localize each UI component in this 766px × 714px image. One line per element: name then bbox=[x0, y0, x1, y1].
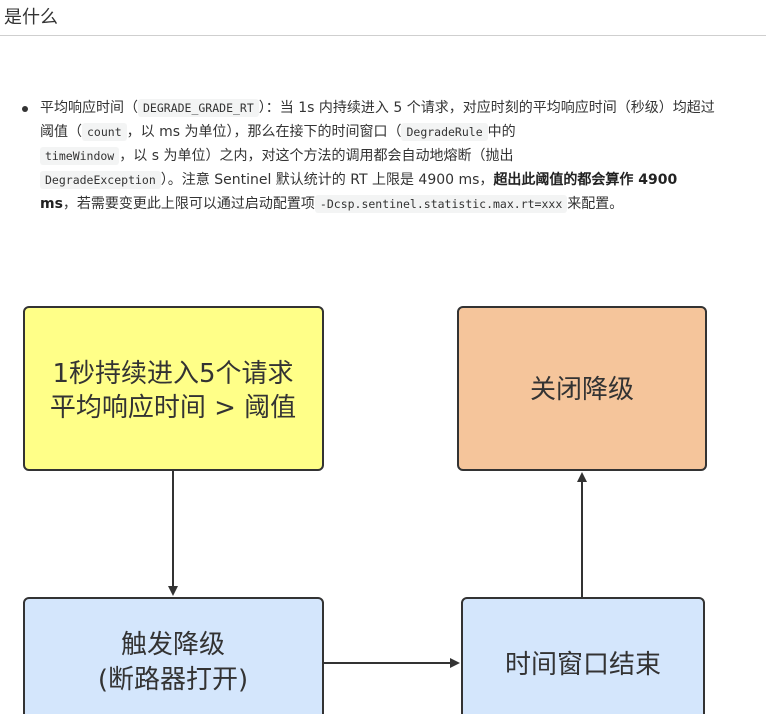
node-close-label: 关闭降级 bbox=[530, 375, 634, 405]
rt-description: 平均响应时间（DEGRADE_GRADE_RT）：当 1s 内持续进入 5 个请… bbox=[40, 96, 716, 216]
desc-text-4: 中的 bbox=[487, 124, 516, 140]
node-close-box bbox=[457, 306, 707, 471]
node-window-end: 时间窗口结束 bbox=[461, 597, 705, 714]
node-trigger-line2: (断路器打开) bbox=[98, 665, 248, 695]
node-trigger-degrade: 触发降级 (断路器打开) bbox=[23, 597, 324, 714]
node-start-line1: 1秒持续进入5个请求 bbox=[52, 359, 293, 389]
desc-text-1: 平均响应时间（ bbox=[40, 100, 138, 116]
node-close-degrade: 关闭降级 bbox=[457, 306, 707, 471]
node-start: 1秒持续进入5个请求 平均响应时间 > 阈值 bbox=[23, 306, 324, 471]
code-degrade-exception: DegradeException bbox=[40, 171, 161, 189]
section-heading: 是什么 bbox=[4, 7, 58, 28]
node-start-line2: 平均响应时间 > 阈值 bbox=[50, 393, 296, 423]
node-window-label: 时间窗口结束 bbox=[505, 650, 661, 680]
desc-bold-limit: 超出此阈值的都会算作 4900 ms bbox=[40, 172, 678, 212]
code-count: count bbox=[82, 123, 127, 141]
desc-text-5: ，以 s 为单位）之内，对这个方法的调用都会自动地熔断（抛出 bbox=[119, 148, 514, 164]
node-trigger-box bbox=[23, 597, 324, 714]
desc-text-6: ）。注意 Sentinel 默认统计的 RT 上限是 4900 ms， bbox=[160, 172, 494, 188]
desc-text-8: 来配置。 bbox=[567, 196, 624, 212]
node-trigger-line1: 触发降级 bbox=[121, 630, 225, 660]
code-max-rt-option: -Dcsp.sentinel.statistic.max.rt=xxx bbox=[314, 195, 568, 213]
desc-text-2: ）：当 1s 内持续进入 5 个请求，对应时刻的平均响应时间（秒级）均超过阈值（ bbox=[40, 100, 715, 140]
code-degrade-rule: DegradeRule bbox=[401, 123, 488, 141]
desc-text-3: ，以 ms 为单位），那么在接下的时间窗口（ bbox=[126, 124, 402, 140]
desc-text-7: ，若需要变更此上限可以通过启动配置项 bbox=[62, 196, 315, 212]
node-window-box bbox=[461, 597, 705, 714]
code-time-window: timeWindow bbox=[40, 147, 120, 165]
node-start-box bbox=[23, 306, 324, 471]
heading-divider bbox=[0, 35, 766, 36]
code-degrade-grade-rt: DEGRADE_GRADE_RT bbox=[138, 99, 259, 117]
bullet-marker bbox=[22, 106, 28, 112]
